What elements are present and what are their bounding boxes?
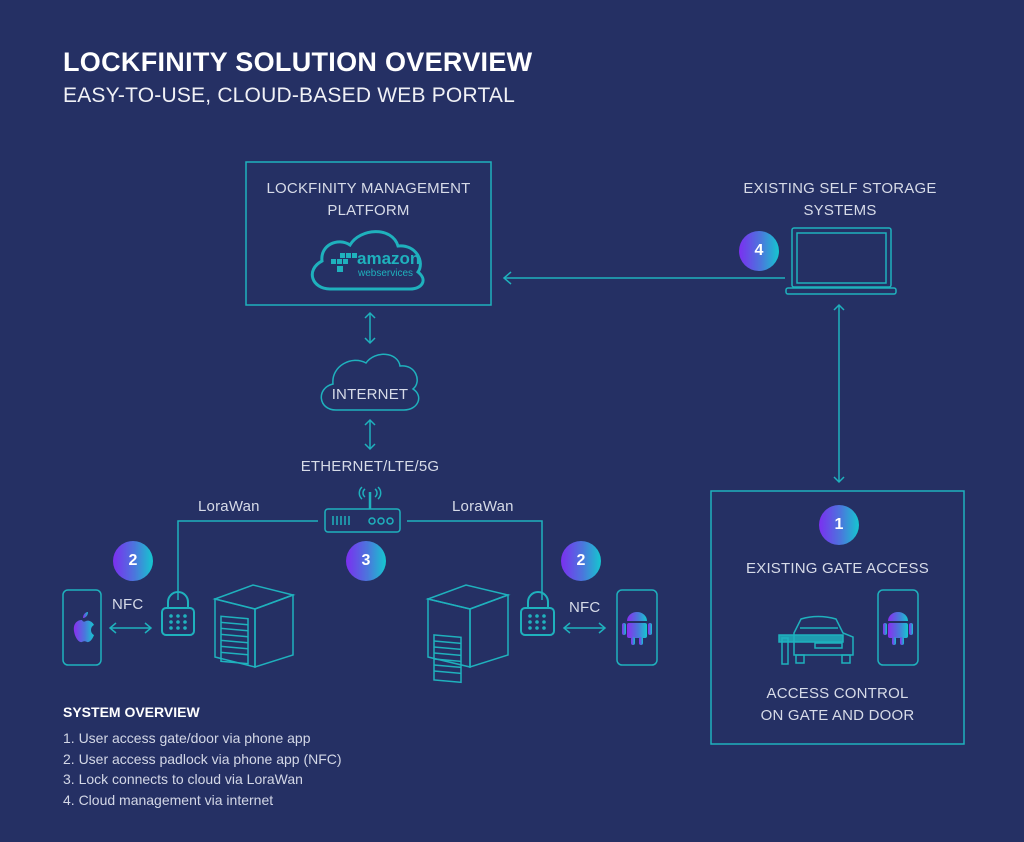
list-item: 3. Lock connects to cloud via LoraWan bbox=[63, 771, 303, 787]
list-item: 4. Cloud management via internet bbox=[63, 791, 274, 808]
laptop-icon bbox=[785, 227, 897, 295]
arrow-platform-internet bbox=[364, 311, 376, 345]
diagram-title: LOCKFINITY SOLUTION OVERVIEW bbox=[63, 47, 533, 77]
nfc-arrow-right bbox=[562, 622, 607, 634]
lorawan-label-right: LoraWan bbox=[452, 498, 514, 515]
storage-unit-icon-right bbox=[425, 584, 511, 684]
nfc-label-right: NFC bbox=[569, 599, 601, 616]
gate-access-caption: ACCESS CONTROL ON GATE AND DOOR bbox=[711, 683, 964, 727]
aws-logo-word: amazon bbox=[357, 249, 421, 268]
gate-access-title: EXISTING GATE ACCESS bbox=[746, 560, 929, 577]
router-icon bbox=[324, 486, 401, 533]
padlock-icon-left bbox=[161, 591, 195, 636]
nfc-arrow-left bbox=[108, 622, 153, 634]
nfc-label-left: NFC bbox=[112, 596, 144, 613]
internet-label: INTERNET bbox=[331, 386, 409, 403]
internet-cloud-icon bbox=[320, 353, 420, 411]
list-item: 2. User access padlock via phone app (NF… bbox=[63, 750, 342, 767]
management-platform-label: LOCKFINITY MANAGEMENT PLATFORM bbox=[246, 178, 491, 222]
aws-logo-sub: webservices bbox=[358, 268, 414, 279]
system-overview-list: 1. User access gate/door via phone app 2… bbox=[63, 730, 342, 812]
step-badge-2-right: 2 bbox=[561, 541, 601, 581]
step-badge-1: 1 bbox=[819, 505, 859, 545]
step-badge-4: 4 bbox=[739, 231, 779, 271]
management-platform-label-line2: PLATFORM bbox=[327, 202, 410, 219]
phone-left-frame bbox=[62, 589, 102, 666]
apple-icon bbox=[73, 612, 94, 643]
phone-right-frame bbox=[616, 589, 658, 666]
android-icon-right bbox=[622, 612, 652, 645]
existing-systems-label: EXISTING SELF STORAGE SYSTEMS bbox=[725, 178, 955, 222]
gate-access-caption-line2: ON GATE AND DOOR bbox=[760, 707, 915, 724]
arrow-systems-gate bbox=[833, 303, 845, 484]
arrow-systems-to-platform bbox=[502, 271, 785, 285]
system-overview-heading: SYSTEM OVERVIEW bbox=[63, 704, 200, 720]
aws-cloud-icon bbox=[310, 230, 425, 291]
step-badge-2-left: 2 bbox=[113, 541, 153, 581]
gate-phone-frame bbox=[877, 589, 919, 666]
list-item: 1. User access gate/door via phone app bbox=[63, 730, 311, 746]
connection-label: ETHERNET/LTE/5G bbox=[300, 458, 440, 475]
existing-systems-label-line1: EXISTING SELF STORAGE bbox=[743, 180, 937, 197]
arrow-internet-router bbox=[364, 418, 376, 451]
keypad-dots bbox=[169, 614, 546, 630]
diagram-subtitle: EASY-TO-USE, CLOUD-BASED WEB PORTAL bbox=[63, 84, 515, 107]
padlock-icon-right bbox=[520, 591, 555, 636]
storage-unit-icon-left bbox=[212, 584, 296, 669]
management-platform-box bbox=[245, 161, 492, 306]
management-platform-label-line1: LOCKFINITY MANAGEMENT bbox=[266, 180, 471, 197]
lorawan-label-left: LoraWan bbox=[198, 498, 260, 515]
car-gate-icon bbox=[778, 615, 854, 665]
gate-access-box bbox=[710, 490, 965, 745]
lorawan-line-left bbox=[177, 520, 318, 600]
android-icon-gate bbox=[883, 612, 913, 645]
aws-cubes-icon bbox=[331, 253, 357, 272]
step-badge-3: 3 bbox=[346, 541, 386, 581]
lorawan-line-right bbox=[407, 520, 543, 600]
existing-systems-label-line2: SYSTEMS bbox=[803, 202, 877, 219]
gate-access-caption-line1: ACCESS CONTROL bbox=[766, 685, 909, 702]
